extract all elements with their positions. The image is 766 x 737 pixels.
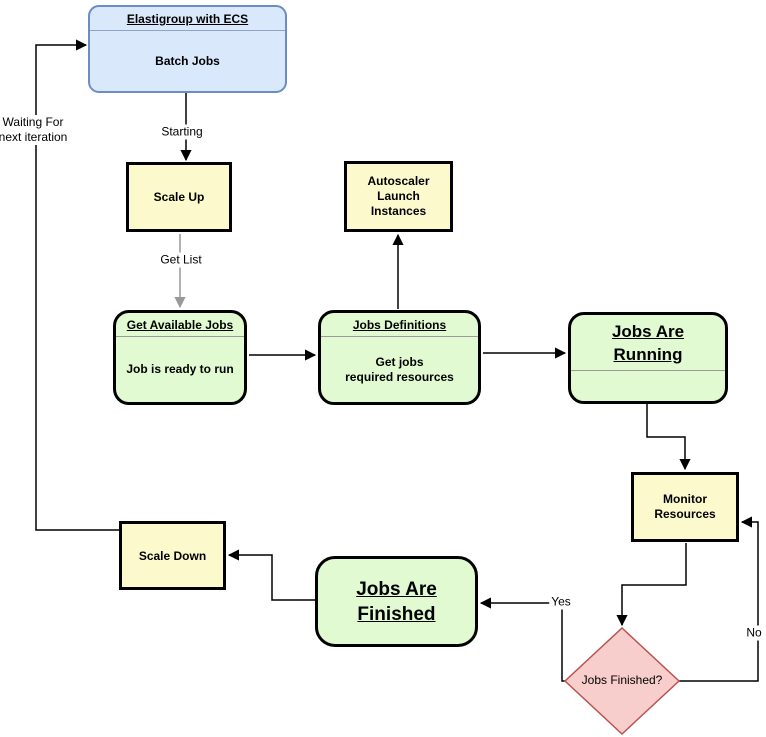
edge-label-starting: Starting [159, 124, 205, 140]
node-monitor-resources-label: Monitor Resources [654, 492, 716, 521]
node-scale-up: Scale Up [126, 162, 232, 232]
node-elastigroup-body: Batch Jobs [155, 53, 220, 68]
edge-jobs-are-finished-to-scale-down [227, 549, 315, 601]
node-scale-up-label: Scale Up [153, 190, 205, 204]
node-jobs-are-finished: Jobs Are Finished [315, 556, 478, 647]
edge-label-waiting-for-next-iteration: Waiting For next iteration [0, 115, 70, 145]
node-monitor-resources: Monitor Resources [631, 472, 739, 542]
edge-monitor-resources-to-decision [616, 543, 687, 627]
decision-label-jobs-finished: Jobs Finished? [581, 673, 663, 687]
node-autoscaler-launch-instances: Autoscaler Launch Instances [344, 161, 453, 232]
node-jobs-definitions: Jobs Definitions Get jobs required resou… [318, 310, 481, 405]
edge-scale-down-to-batch-jobs [35, 39, 119, 531]
node-jobs-definitions-title: Jobs Definitions [321, 313, 478, 337]
edge-label-yes: Yes [549, 594, 573, 610]
jobs-finished-decision-diamond [563, 626, 681, 736]
node-jobs-are-running-title: Jobs Are Running [571, 315, 725, 371]
edge-decision-yes-to-jobs-are-finished [479, 597, 565, 682]
node-get-available-jobs: Get Available Jobs Job is ready to run [113, 310, 247, 405]
node-get-available-jobs-body: Job is ready to run [126, 362, 234, 376]
edge-jobs-are-running-to-monitor-resources [646, 404, 691, 471]
node-jobs-are-running: Jobs Are Running [568, 312, 728, 404]
node-scale-down: Scale Down [119, 521, 226, 590]
node-jobs-are-finished-label: Jobs Are Finished [356, 578, 437, 625]
edge-decision-no-to-monitor-resources [679, 516, 759, 682]
edge-label-get-list: Get List [158, 252, 204, 268]
node-get-available-jobs-title: Get Available Jobs [116, 313, 244, 337]
node-scale-down-label: Scale Down [138, 548, 207, 563]
node-autoscaler-label: Autoscaler Launch Instances [367, 174, 430, 218]
node-elastigroup-title: Elastigroup with ECS [90, 7, 285, 31]
node-jobs-definitions-body: Get jobs required resources [345, 354, 454, 384]
node-elastigroup-batch-jobs: Elastigroup with ECS Batch Jobs [88, 5, 287, 93]
edge-label-no: No [744, 625, 764, 641]
node-jobs-are-running-body [571, 371, 725, 401]
